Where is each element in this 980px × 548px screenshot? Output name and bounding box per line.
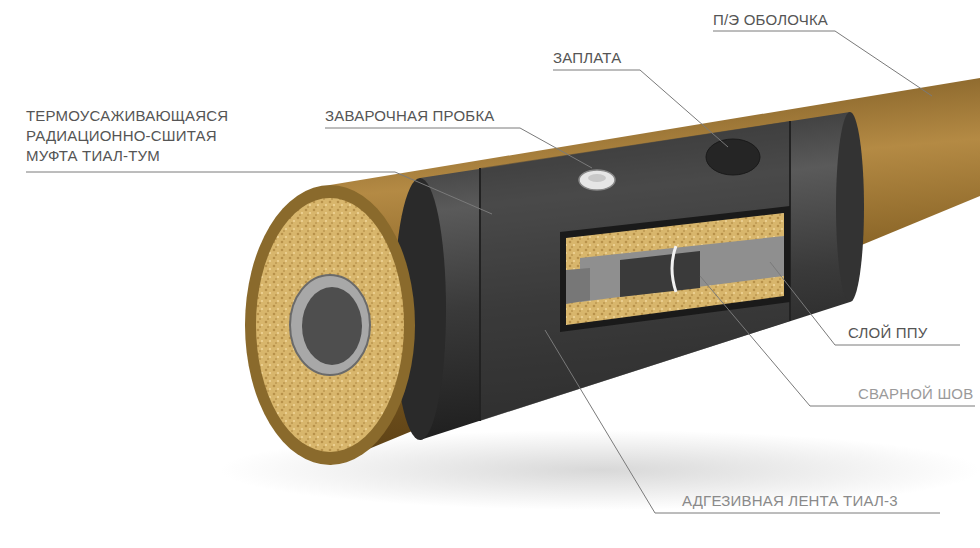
part-label: ЗАПЛАТА [553,48,621,68]
part-label: СЛОЙ ППУ [848,323,928,343]
part-label: АДГЕЗИВНАЯ ЛЕНТА ТИАЛ-3 [682,491,898,511]
part-label: СВАРНОЙ ШОВ [858,384,973,404]
part-label: ЗАВАРОЧНАЯ ПРОБКА [325,106,495,126]
part-label: ТЕРМОУСАЖИВАЮЩАЯСЯ РАДИАЦИОННО-СШИТАЯ МУ… [26,106,241,166]
part-label: П/Э ОБОЛОЧКА [713,10,828,30]
